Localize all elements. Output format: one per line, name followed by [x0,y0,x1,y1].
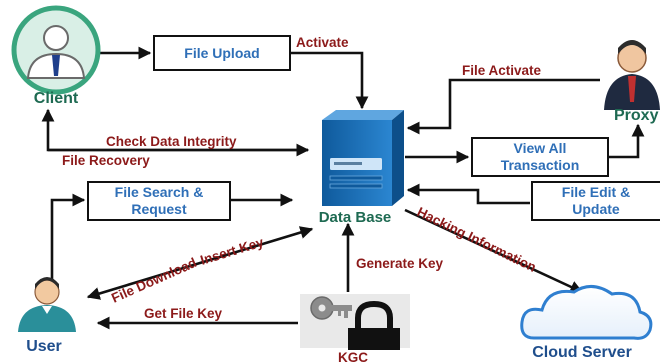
arrow-view-transaction-to-proxy [608,123,645,159]
proxy-label: Proxy [614,107,659,124]
edge-label-get-file-key: Get File Key [144,306,223,321]
file-edit-line2: Update [572,201,620,217]
user-label: User [26,338,62,355]
database-icon [322,110,404,206]
edge-label-file-recovery: File Recovery [62,153,150,168]
user-icon [18,277,76,332]
cloud-server-icon [520,285,653,340]
edge-label-check-data-integrity: Check Data Integrity [106,134,237,149]
view-all-transaction-line1: View All [514,140,567,156]
file-upload-box: File Upload [153,35,291,71]
proxy-icon [604,40,660,110]
client-icon [11,5,101,95]
edge-label-file-download: File Download [109,255,199,306]
file-upload-label: File Upload [184,45,259,61]
view-all-transaction-box: View All Transaction [471,137,609,177]
edge-label-activate: Activate [296,35,349,50]
arrow-hacking-information [404,208,584,294]
view-all-transaction-line2: Transaction [501,157,580,173]
file-edit-update-box: File Edit & Update [531,181,660,221]
connector-lines [41,46,645,330]
kgc-label: KGC [338,350,368,363]
database-label: Data Base [319,209,392,226]
edge-label-file-activate: File Activate [462,63,542,78]
file-search-line2: Request [131,201,187,217]
arrow-user-to-file-search [50,193,86,282]
cloud-server-label: Cloud Server [532,344,632,361]
arrow-file-activate [406,78,600,135]
edge-label-generate-key: Generate Key [356,256,444,271]
kgc-key-lock-icon [300,294,410,350]
file-search-line1: File Search & [115,184,204,200]
file-edit-line1: File Edit & [562,184,630,200]
arrow-file-edit-to-db [406,183,530,205]
file-search-request-box: File Search & Request [87,181,231,221]
arrow-insert-key-file-download [86,226,314,300]
arrow-upload-activate-db [290,51,369,110]
edge-label-insert-key: Insert Key [198,234,265,268]
client-label: Client [34,90,79,107]
